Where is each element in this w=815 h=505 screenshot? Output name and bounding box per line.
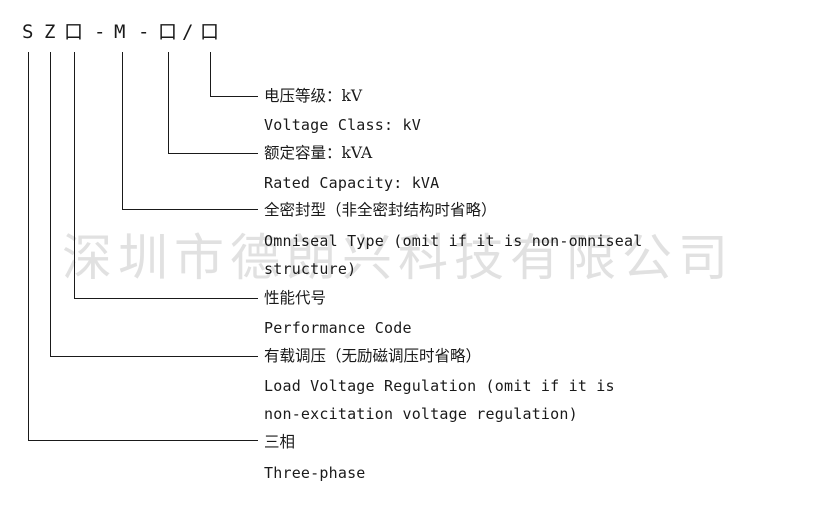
- connector-performance-vertical: [74, 52, 75, 298]
- code-char-box-3: 口: [200, 21, 220, 43]
- rated-capacity-zh: 额定容量：kVA: [264, 144, 373, 162]
- code-char-z: Z: [44, 21, 56, 43]
- voltage-class-en: Voltage Class: kV: [264, 116, 421, 134]
- code-char-dash-1: -: [94, 21, 106, 43]
- connector-load-regulation-vertical: [50, 52, 51, 356]
- code-char-dash-2: -: [138, 21, 150, 43]
- voltage-class-zh: 电压等级：kV: [264, 87, 363, 105]
- connector-voltage-class-horizontal: [210, 96, 258, 97]
- code-char-box-2: 口: [158, 21, 178, 43]
- omniseal-en-line2: structure): [264, 260, 357, 278]
- three-phase-zh: 三相: [264, 433, 296, 451]
- connector-omniseal-horizontal: [122, 209, 258, 210]
- connector-three-phase-vertical: [28, 52, 29, 440]
- omniseal-zh: 全密封型（非全密封结构时省略）: [264, 201, 497, 219]
- code-char-box-1: 口: [64, 21, 84, 43]
- connector-voltage-class-vertical: [210, 52, 211, 96]
- load-regulation-zh: 有载调压（无励磁调压时省略）: [264, 347, 482, 365]
- load-regulation-en-line1: Load Voltage Regulation (omit if it is: [264, 377, 615, 395]
- three-phase-en: Three-phase: [264, 464, 366, 482]
- code-char-s: S: [22, 21, 34, 43]
- code-char-slash: /: [182, 21, 194, 43]
- connector-rated-capacity-horizontal: [168, 153, 258, 154]
- performance-en: Performance Code: [264, 319, 412, 337]
- load-regulation-en-line2: non-excitation voltage regulation): [264, 405, 578, 423]
- omniseal-en-line1: Omniseal Type (omit if it is non-omnisea…: [264, 232, 643, 250]
- rated-capacity-en: Rated Capacity: kVA: [264, 174, 440, 192]
- connector-rated-capacity-vertical: [168, 52, 169, 153]
- performance-zh: 性能代号: [264, 289, 327, 307]
- connector-load-regulation-horizontal: [50, 356, 258, 357]
- connector-omniseal-vertical: [122, 52, 123, 209]
- connector-three-phase-horizontal: [28, 440, 258, 441]
- connector-performance-horizontal: [74, 298, 258, 299]
- code-char-m: M: [114, 21, 126, 43]
